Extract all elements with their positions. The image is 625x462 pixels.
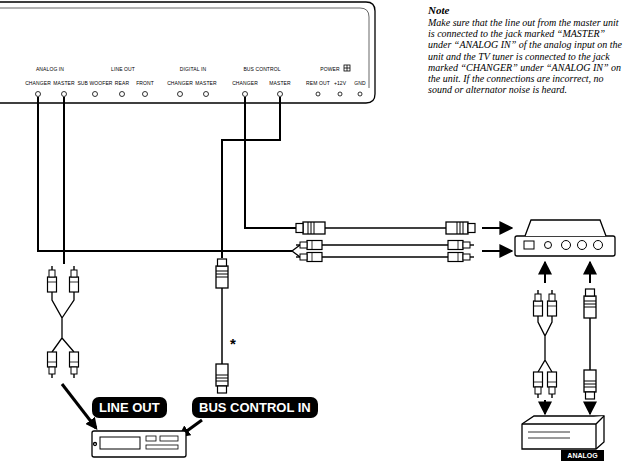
jack-label: GND xyxy=(354,80,365,86)
jack-label: MASTER xyxy=(53,80,74,86)
unit-rear-panel: ANALOG INCHANGERMASTERLINE OUTSUB WOOFER… xyxy=(0,0,378,106)
jack-label: +12V xyxy=(334,80,346,86)
head-unit xyxy=(92,431,186,457)
rca-cable-line-out xyxy=(48,266,97,428)
callout-tag: BUS CONTROL IN xyxy=(192,397,318,418)
jack-group-label: POWER xyxy=(320,66,339,72)
tag-text: ANALOG xyxy=(567,451,598,460)
jack-group-label: LINE OUT xyxy=(111,66,135,72)
jack-label: MASTER xyxy=(195,80,216,86)
model-band: ANALOG xyxy=(561,450,604,461)
note-heading: Note xyxy=(428,4,449,16)
jack-label: REAR xyxy=(115,80,129,86)
jack-label: FRONT xyxy=(136,80,154,86)
jack-label: REM OUT xyxy=(306,80,330,86)
tuner-cables xyxy=(292,222,512,262)
tag-text: LINE OUT xyxy=(99,400,160,415)
jack-group-label: DIGITAL IN xyxy=(180,66,206,72)
note-body: Make sure that the line out from the mas… xyxy=(428,17,624,95)
jack-group-label: BUS CONTROL xyxy=(243,66,280,72)
jack-group-label: ANALOG IN xyxy=(36,66,64,72)
jack-label: CHANGER xyxy=(232,80,258,86)
panel-outline xyxy=(0,0,378,106)
panel-jacks xyxy=(36,65,363,97)
panel-wires xyxy=(38,97,300,264)
tag-text: BUS CONTROL IN xyxy=(199,400,311,415)
callout-tag: LINE OUT xyxy=(92,397,167,418)
jack-label: SUB WOOFER xyxy=(77,80,112,86)
cd-changer xyxy=(522,416,604,449)
changer-cables xyxy=(534,262,597,414)
jack-label: CHANGER xyxy=(25,80,51,86)
footnote-mark: * xyxy=(230,336,236,351)
tv-tuner xyxy=(515,220,615,256)
jack-label: CHANGER xyxy=(167,80,193,86)
jack-label: MASTER xyxy=(269,80,290,86)
